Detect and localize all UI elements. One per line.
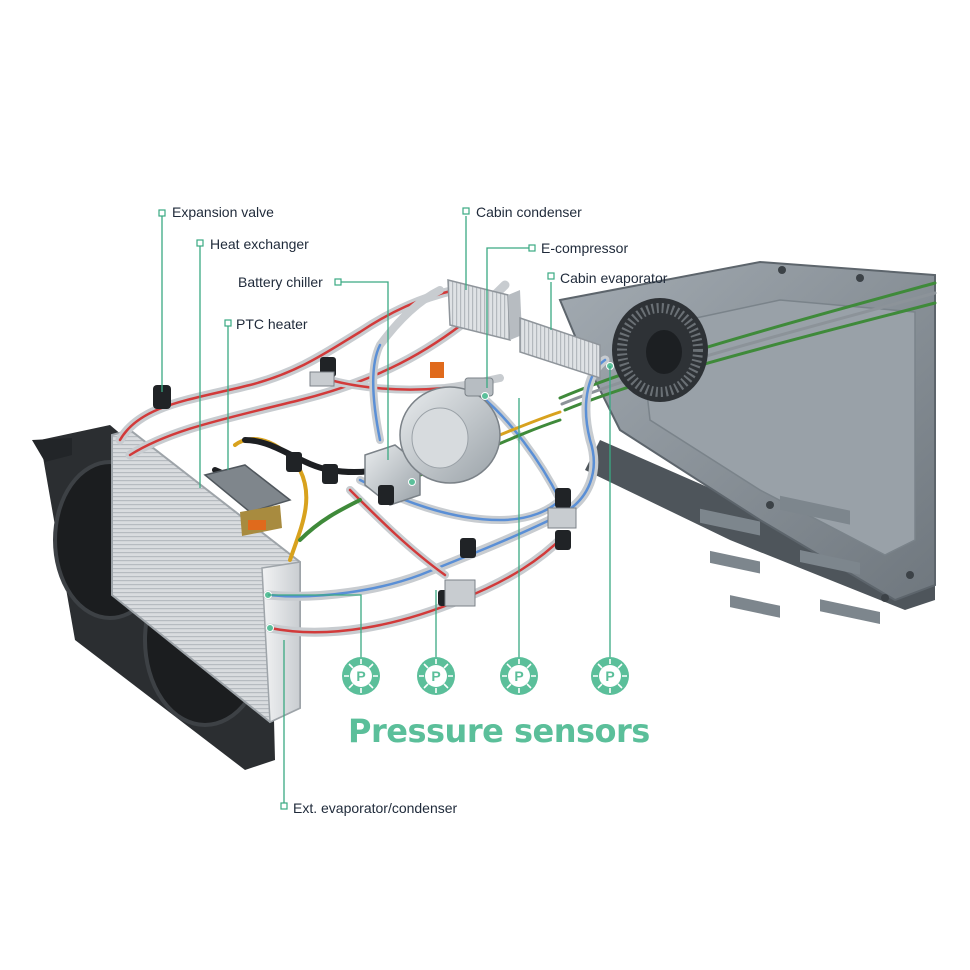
radiator-tank: [261, 561, 301, 724]
label-ext-evaporator-condenser: Ext. evaporator/condenser: [293, 800, 458, 816]
label-expansion-valve: Expansion valve: [172, 204, 274, 220]
pressure-sensor-symbol: P: [431, 668, 440, 684]
pressure-sensor-icon: P: [342, 657, 380, 695]
label-cabin-evaporator: Cabin evaporator: [560, 270, 668, 286]
blower-wheel: [612, 298, 708, 402]
pressure-sensor-icon: P: [591, 657, 629, 695]
cabin-evaporator-unit: [519, 316, 601, 380]
label-battery-chiller: Battery chiller: [238, 274, 323, 290]
leader-battery-chiller: [340, 281, 389, 460]
pressure-sensor-icon: P: [500, 657, 538, 695]
ext-evaporator-condenser-module: [32, 425, 301, 770]
label-cabin-condenser: Cabin condenser: [476, 204, 582, 220]
ptc-heater-unit: [203, 464, 292, 536]
floor-tubes: [558, 281, 937, 412]
pressure-sensor-symbol: P: [514, 668, 523, 684]
pressure-sensor-icon: P: [417, 657, 455, 695]
label-ptc-heater: PTC heater: [236, 316, 308, 332]
floor-panel-ribs: [700, 495, 880, 625]
e-compressor-unit: [399, 362, 501, 484]
tee-blocks: [309, 371, 577, 607]
pressure-sensor-symbol: P: [356, 668, 365, 684]
floor-panel-bolts: [766, 266, 914, 602]
label-e-compressor: E-compressor: [541, 240, 629, 256]
leader-end-markers: [158, 207, 555, 810]
leader-e-compressor: [486, 247, 530, 388]
label-leader-lines: [161, 216, 611, 806]
pressure-sensors-title: Pressure sensors: [348, 712, 650, 750]
cabin-condenser-unit: [447, 279, 522, 341]
leader-sensor-1: [268, 594, 362, 660]
pressure-sensor-badges: P P P P: [342, 657, 629, 695]
label-heat-exchanger: Heat exchanger: [210, 236, 309, 252]
pressure-sensor-symbol: P: [605, 668, 614, 684]
shroud-tab: [32, 438, 72, 462]
